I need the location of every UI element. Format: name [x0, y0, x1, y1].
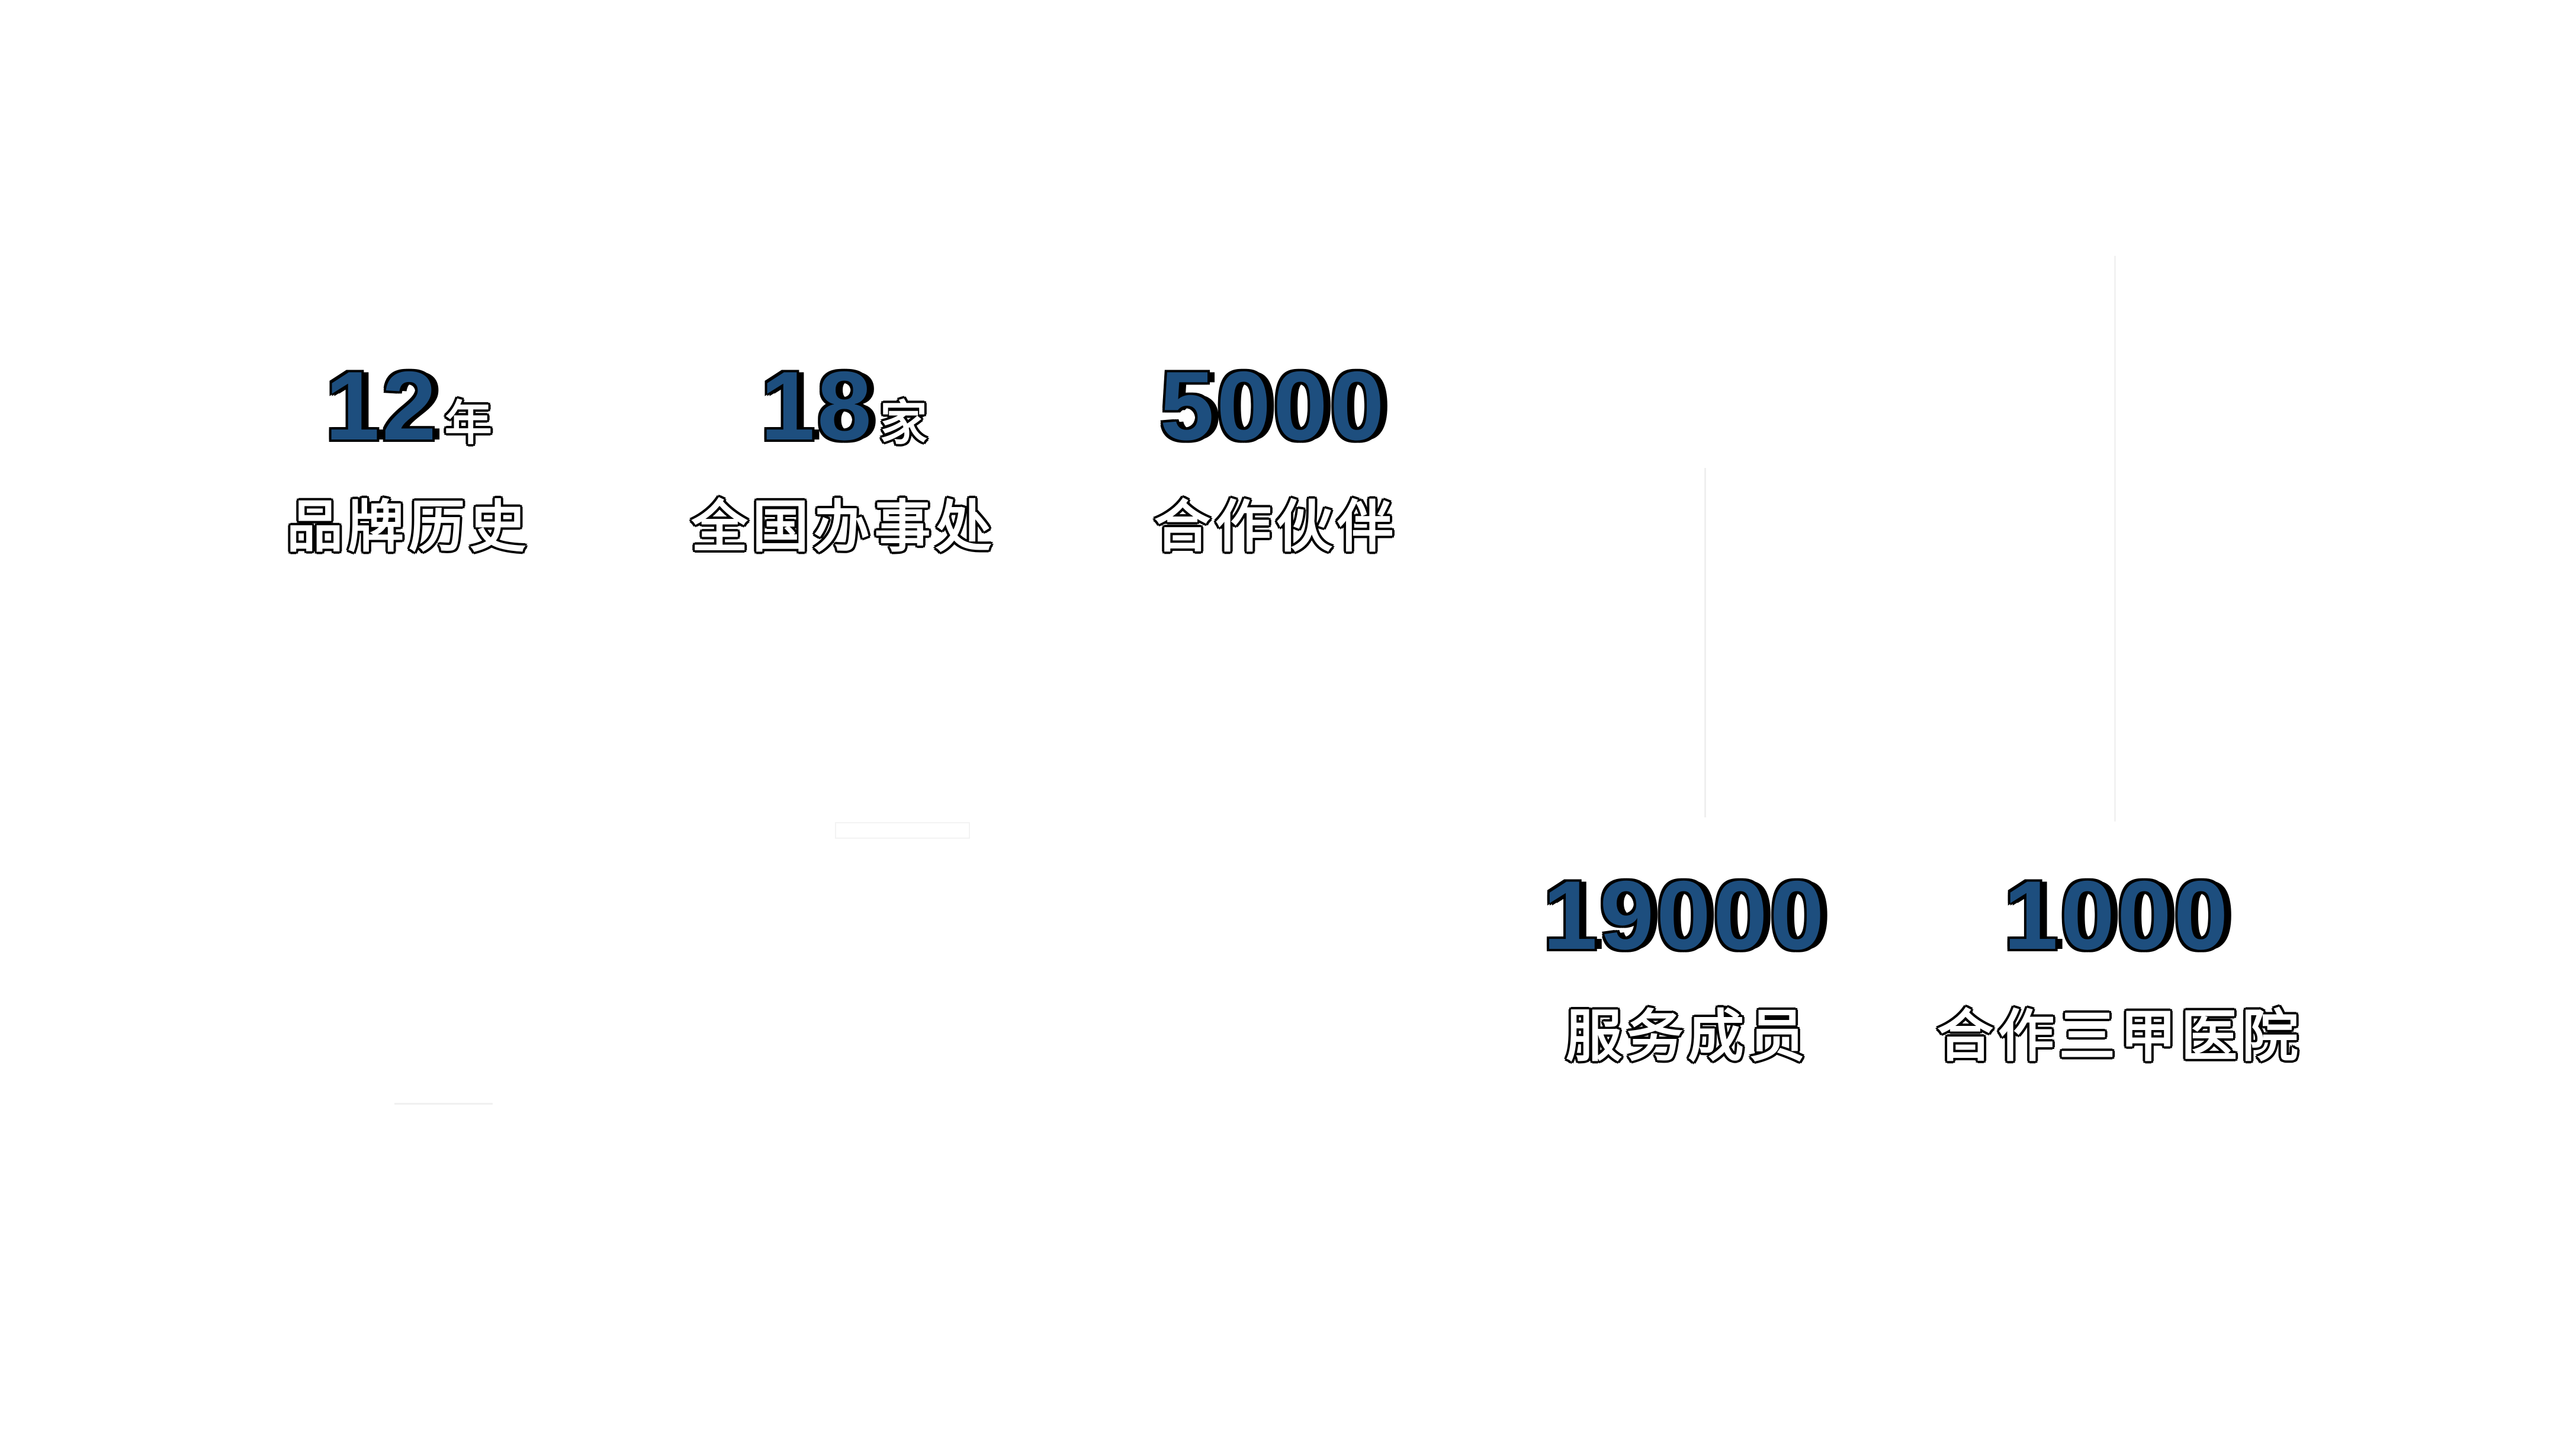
- stat-value: 1000: [2003, 861, 2231, 970]
- faint-decor-box: [835, 822, 970, 839]
- faint-divider-line: [1704, 468, 1706, 817]
- stat-label: 合作三甲医院: [1936, 1004, 2303, 1069]
- stat-unit: 年: [444, 396, 492, 451]
- stat-partner-hospitals: 1000 合作三甲医院: [1854, 865, 2387, 1068]
- faint-divider-line: [2114, 256, 2116, 822]
- stat-partners: 5000 合作伙伴: [1010, 355, 1543, 559]
- faint-decor-dash: [394, 1103, 493, 1105]
- stat-number-row: 19000: [1421, 865, 1954, 996]
- stat-value: 19000: [1543, 861, 1827, 970]
- stat-label: 合作伙伴: [1154, 495, 1398, 560]
- stat-value: 5000: [1159, 351, 1387, 460]
- stat-value: 18: [760, 351, 874, 460]
- stat-label: 品牌历史: [286, 495, 531, 560]
- stat-served-members: 19000 服务成员: [1421, 865, 1954, 1068]
- stat-label: 服务成员: [1565, 1004, 1810, 1069]
- stat-label: 全国办事处: [691, 495, 997, 560]
- stat-number-row: 5000: [1010, 355, 1543, 487]
- stat-number-row: 1000: [1854, 865, 2387, 996]
- stat-value: 12: [325, 351, 439, 460]
- stat-unit: 家: [879, 396, 927, 451]
